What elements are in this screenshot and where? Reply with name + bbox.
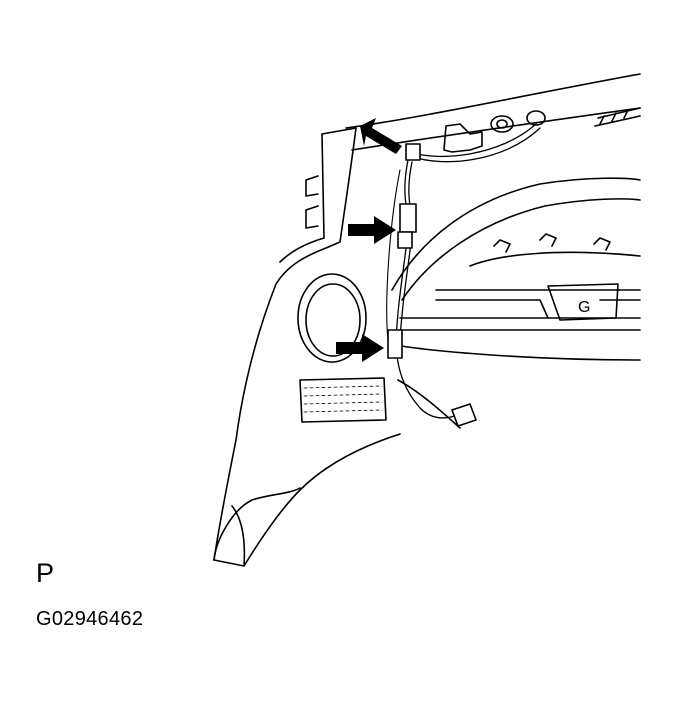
- harness-end-grommet: [526, 110, 546, 126]
- wire-branch-left: [386, 169, 401, 341]
- connector-middle: [399, 203, 417, 233]
- connector-bottom: [387, 329, 403, 359]
- defroster-vent: [594, 107, 641, 127]
- side-tabs: [305, 175, 319, 229]
- side-panel-foot: [231, 505, 246, 567]
- top-grommet-inner: [496, 119, 508, 129]
- top-bracket: [443, 123, 483, 153]
- connector-end-plug: [451, 403, 477, 427]
- bracket-stamp: G: [578, 299, 590, 316]
- center-opening-arc: [391, 177, 641, 291]
- figure-code: G02946462: [36, 608, 144, 630]
- arrow-right-icon: [360, 118, 402, 154]
- panel-top-edge: [345, 73, 641, 129]
- arrow-right-icon: [336, 334, 384, 362]
- view-letter: P: [36, 558, 55, 588]
- side-vent-ring: [297, 273, 367, 363]
- wire-harness-upper: [409, 123, 541, 163]
- stamp-bracket: [547, 283, 619, 321]
- side-panel-outline: [213, 127, 401, 567]
- connector-top: [405, 143, 421, 161]
- side-panel-lower-lip: [213, 487, 301, 561]
- side-panel-front-edge: [279, 133, 325, 263]
- center-opening-inner-arc: [401, 198, 641, 301]
- arrow-right-icon: [348, 216, 396, 244]
- lower-cover-shading: [303, 385, 383, 413]
- lower-dash-edge: [389, 343, 641, 429]
- reinforcement-frame: [435, 289, 641, 319]
- lower-cover: [299, 377, 387, 423]
- top-grommet: [490, 115, 514, 133]
- inner-clip-row: [469, 233, 641, 267]
- side-vent-inner: [305, 283, 361, 357]
- connector-middle-lower: [397, 231, 413, 249]
- crossmember: [399, 317, 641, 331]
